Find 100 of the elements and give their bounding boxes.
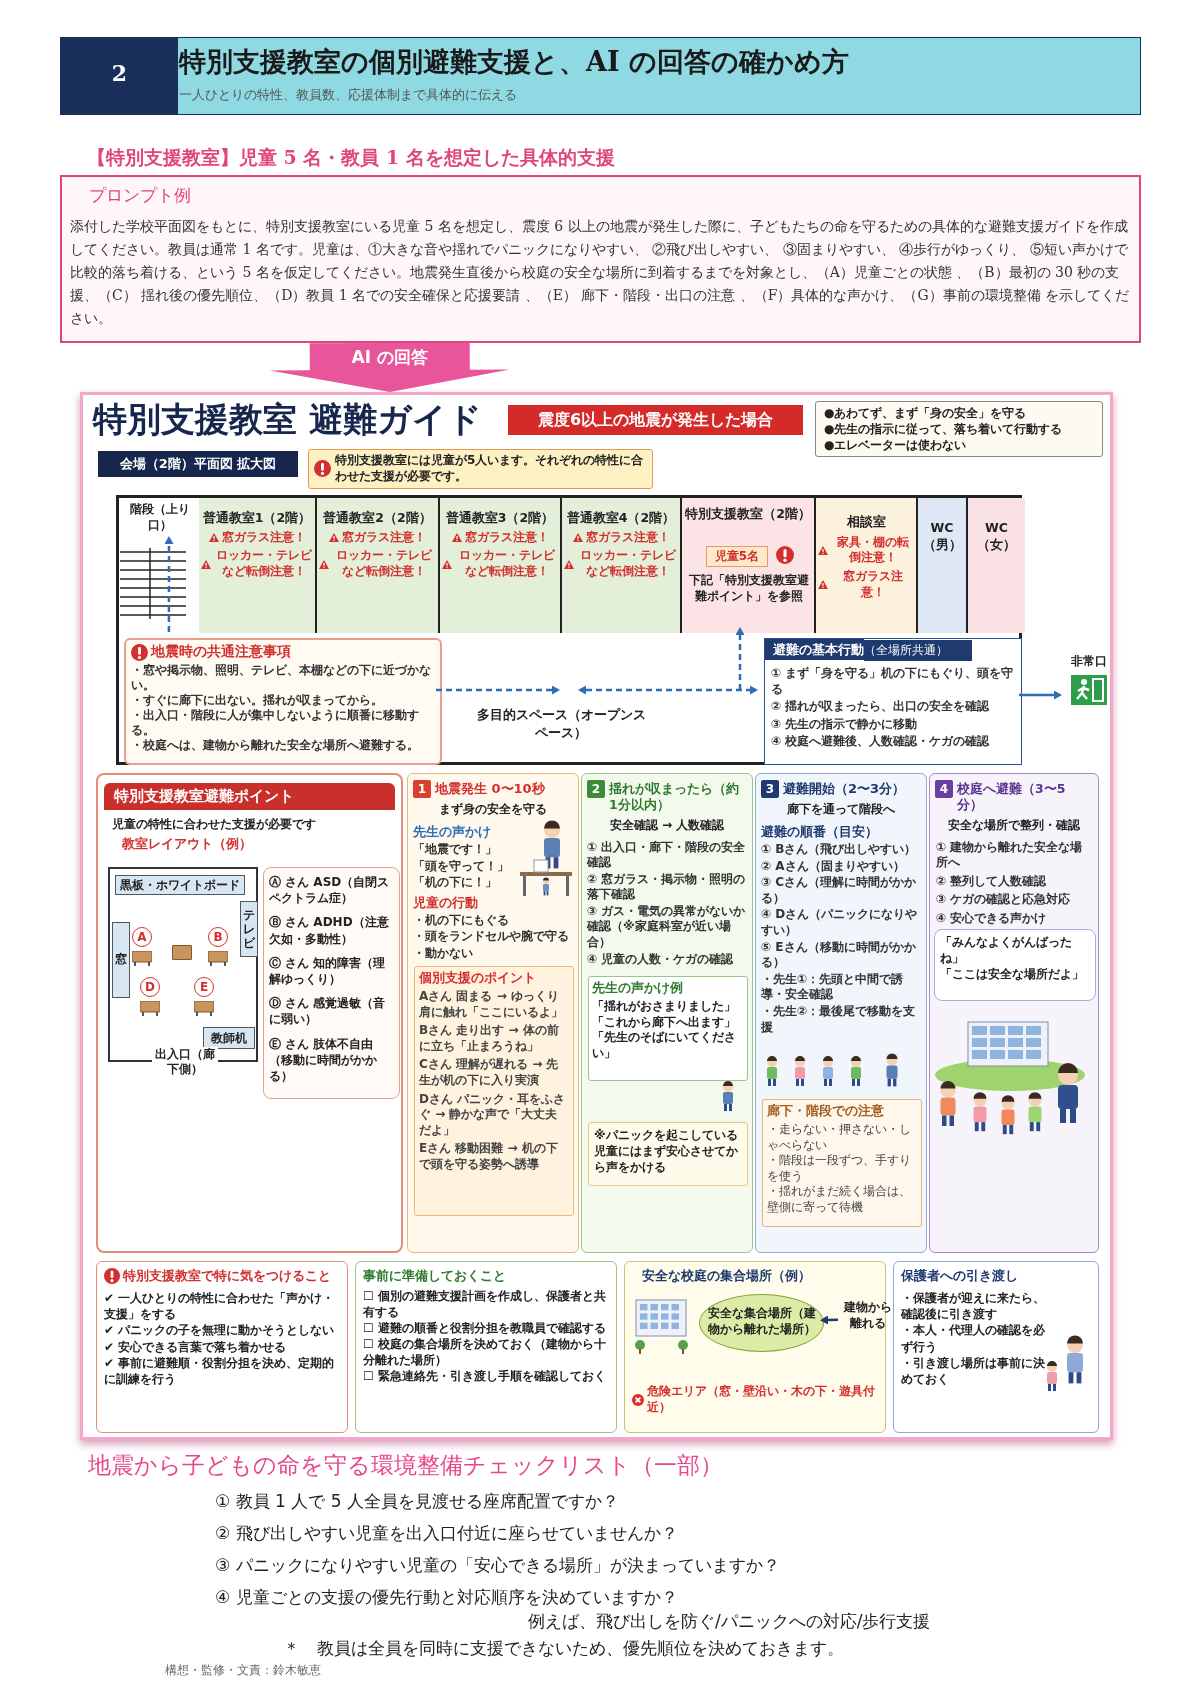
list-item: ✔ 安心できる言葉で落ち着かせる [104,1338,288,1355]
bullet-text: ・すぐに廊下に出ない。揺れが収まってから。 [131,693,384,708]
list-item: ・揺れがまだ続く場合は、壁側に寄って待機 [767,1184,912,1216]
room-box [968,498,1025,633]
list-item: ✔ 一人ひとりの特性に合わせた「声かけ・支援」をする [104,1290,336,1323]
list-item: ・保護者が迎えに来たら、確認後に引き渡す [901,1290,1046,1323]
warning-text: 窓ガラス注意！ [342,529,426,546]
box-heading-note: （全場所共通） [864,640,972,661]
step-number: 2 [587,780,605,798]
info-box [764,638,1022,765]
warning-text: 家具・棚の転倒注意！ [835,534,910,567]
note-text: ＊ 教員は全員を同時に支援できないため、優先順位を決めておきます。 [283,1637,844,1660]
speech-text: 「先生のそばにいてください」 [592,1030,737,1062]
step-number: 4 [935,780,953,798]
list-item: ③ ケガの確認と応急対応 [936,892,1072,908]
list-item: ① 建物から離れた安全な場所へ [936,839,1084,871]
checklist-item: ③ パニックになりやすい児童の「安心できる場所」が決まっていますか？ [215,1554,780,1577]
page-subtitle: 一人ひとりの特性、教員数、応援体制まで具体的に伝える [179,86,517,104]
section-heading: 先生の声かけ [413,824,492,841]
exit-label: 非常口 [1070,653,1108,670]
list-item: Aさん 固まる → ゆっくり肩に触れ「ここにいるよ」 [419,989,564,1021]
list-item: ① まず「身を守る」机の下にもぐり、頭を守る [771,665,1015,698]
box-heading: 廊下・階段での注意 [767,1103,885,1120]
list-item: ③ 先生の指示で静かに移動 [771,715,919,732]
list-item: ・本人・代理人の確認を必ず行う [901,1322,1046,1355]
footer-credit: 構想・監修・文責：鈴木敏恵 [165,1662,321,1679]
step-panel [407,773,579,1253]
speech-text: 「地震です！」 [413,842,498,858]
box-heading: 安全な校庭の集合場所（例） [642,1267,812,1285]
route-arrow [164,536,174,632]
list-item: ☐ 避難の順番と役割分担を教職員で確認する [363,1320,607,1337]
count-badge [706,546,768,567]
tag-text: 震度6以上の地震が発生した場合 [536,409,775,431]
section-number: 2 [61,38,178,114]
list-item: ① 出入口・廊下・階段の安全確認 [587,839,747,871]
area-label: 安全な集合場所（建物から離れた場所） [706,1306,817,1338]
panel-subheading: 安全確認 → 人数確認 [608,816,726,834]
checklist-heading: 地震から子どもの命を守る環境整備チェックリスト（一部） [88,1451,723,1480]
list-item: ✔ パニックの子を無理に動かそうとしない [104,1322,336,1339]
speech-text: 「揺れがおさまりました」 [592,999,737,1015]
panel-subheading: まず身の安全を守る [438,801,548,818]
bullet-text: ●エレベーターは使わない [824,437,968,453]
note-box [308,449,653,489]
route-arrow [735,627,745,690]
seat-letter: D [140,977,160,997]
room-box [562,498,682,633]
list-item: ・引き渡し場所は事前に決めておく [901,1354,1046,1388]
room-box [199,498,317,633]
list-item: Ⓑ さん ADHD（注意欠如・多動性） [269,914,390,947]
prompt-text: 添付した学校平面図をもとに、特別支援教室にいる児童 5 名を想定し、震度 6 以上の地震が発生した際に、子どもたちの命を守るための具体的な避難支援ガイドを作成してください。教員は通常 1 名です。児童は、①大きな音や揺れでパニックになりやすい、 ②飛び出しやすい、 ③固まりやすい、 ④歩行がゆっくり、 ⑤短い声かけで比較的落ち着ける、という 5 名を仮定してください。地震発生直後から校庭の安全な場所に到着するまでを対象とし、（A）児童ごとの状態 、（B）最初の 30 秒の支援、（C） 揺れ後の優先順位、（D）教員 1 名での安全確保と応援要請 、（E） 廊下・階段・出口の注意 、（F）具体的な声かけ、（G）事前の環境整備 を示してください。 [70,217,1131,328]
section-heading: 避難の順番（目安） [761,824,879,841]
checklist-item: ④ 児童ごとの支援の優先行動と対応順序を決めていますか？ [215,1586,678,1609]
student-list [263,867,400,1099]
note-text: 特別支援教室には児童が5人います。それぞれの特性に合わせた支援が必要です。 [335,453,645,484]
box-heading: 地震時の共通注意事項 [151,643,291,661]
page-title: 特別支援教室の個別避難支援と、AI の回答の確かめ方 [179,45,849,79]
list-item: ・机の下にもぐる [413,912,510,929]
speech-box [588,976,748,1081]
step-panel [755,773,927,1253]
object-label: 教師机 [210,1030,248,1047]
room-name: 普通教室2（2階） [322,510,433,527]
warning-text: 窓ガラス注意！ [221,529,306,546]
checklist-item: ② 飛び出しやすい児童を出入口付近に座らせていませんか？ [215,1522,678,1545]
object-label: テレビ [242,908,256,950]
room-box [440,498,562,633]
list-item: ③ Cさん（理解に時間がかかる） [761,875,918,907]
bullet-text: ・校庭へは、建物から離れた安全な場所へ避難する。 [131,738,420,753]
step-number: 3 [761,780,779,798]
room-name: 相談室 [845,514,887,531]
list-item: ・動かない [413,945,474,962]
list-item: ✔ 事前に避難順・役割分担を決め、定期的に訓練を行う [104,1354,336,1388]
guide-title: 特別支援教室 避難ガイド [93,398,482,441]
warning-text: ロッカー・テレビなど転倒注意！ [214,548,313,580]
tv [240,901,258,957]
room-name: WC（女） [976,520,1017,554]
guide-card [80,392,1113,1440]
route-arrow [578,685,758,695]
caution-box [762,1099,922,1227]
list-item: ① Bさん（飛び出しやすい） [761,842,918,858]
bullet-text: ●あわてず、まず「身の安全」を守る [824,405,1028,421]
box-heading: 保護者への引き渡し [901,1267,1019,1285]
window [112,922,130,998]
warning-text: 窓ガラス注意！ [464,529,549,546]
list-item: ☐ 個別の避難支援計画を作成し、保護者と共有する [363,1289,607,1321]
panel-heading: 特別支援教室避難ポイント [104,783,395,810]
speech-text: 「頭を守って！」 [413,858,510,875]
room-box [682,498,816,633]
speech-bubble [934,929,1096,1001]
panel-heading: 校庭へ避難（3〜5分） [957,781,1067,814]
example-text: 例えば、飛び出しを防ぐ/パニックへの対応/歩行支援 [528,1610,931,1633]
box-heading: 個別支援のポイント [419,970,537,987]
role-text: ・先生②：最後尾で移動を支援 [761,1003,917,1036]
room-name: 普通教室1（2階） [201,510,313,527]
bullet-text: ●先生の指示に従って、落ち着いて行動する [824,421,1064,437]
panel-subheading: 児童の特性に合わせた支援が必要です [112,816,317,833]
tips-box [96,1261,348,1433]
room-name: 普通教室3（2階） [444,510,556,527]
checklist-box [355,1261,617,1433]
list-item: ② Aさん（固まりやすい） [761,858,906,875]
step-panel [581,773,753,1253]
